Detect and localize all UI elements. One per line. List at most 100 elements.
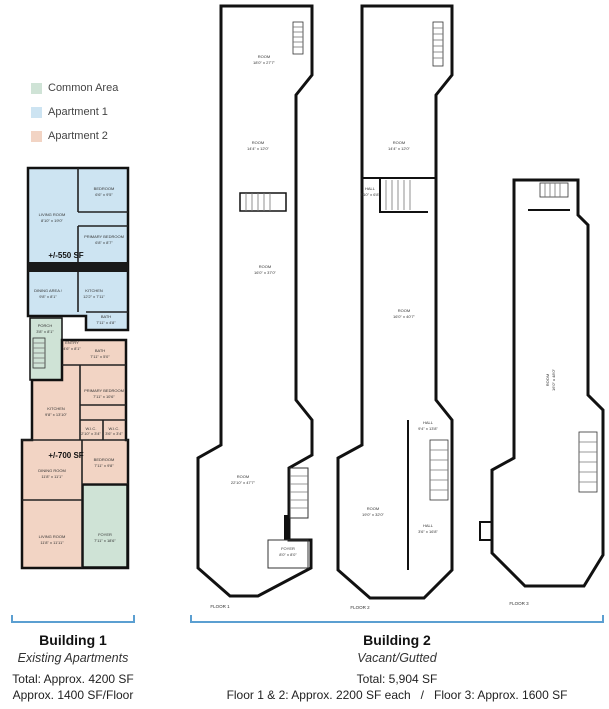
legend-label: Apartment 1 [48,106,108,118]
f2-room1-label: ROOM [393,140,405,145]
b1-bath2-dim: 7'11" x 5'0" [90,354,110,359]
porch-stairs [32,337,46,369]
building1-total: Total: Approx. 4200 SF [12,672,134,686]
f2-room2-label: ROOM [398,308,410,313]
b1-living-room2-dim: 11'8" x 11'11" [40,540,64,545]
b1-dining-area-label: DINING AREA / [34,288,63,293]
b1-kitchen-dim: 12'2" x 7'11" [83,294,105,299]
f1-room4-label: ROOM [237,474,249,479]
legend-apartment-2: Apartment 2 [31,129,108,143]
apartment1-partition [28,262,128,272]
b1-primary-bedroom-label: PRIMARY BEDROOM [84,234,124,239]
floor1-stairs-mid [239,192,287,212]
floor3-label: FLOOR 3 [509,601,529,606]
b1-porch-dim: 3'8" x 8'1" [36,329,54,334]
building1-plan: BEDROOM 6'6" x 9'5" LIVING ROOM 8'10" x … [20,166,130,570]
f1-foyer-dim: 8'0" x 8'0" [279,552,297,557]
building1-bracket [11,615,135,623]
b1-kitchen2-label: KITCHEN [47,406,65,411]
f1-room2-dim: 14'4" x 12'0" [247,146,270,151]
building2-breakdown: Floor 1 & 2: Approx. 2200 SF each / Floo… [226,688,568,702]
b1-bath2-label: BATH [95,348,105,353]
f1-room3-dim: 16'0" x 37'0" [254,270,277,275]
f1-room3-label: ROOM [259,264,271,269]
floor2-side-stairs [407,420,449,570]
building1-subtitle: Existing Apartments [17,651,129,665]
b1-bedroom-top-dim: 6'6" x 9'5" [95,192,113,197]
floor3-stairs-bottom [578,431,598,493]
f2-hall-label: HALL [365,186,376,191]
floor3-chimney [479,521,493,541]
b1-bedroom2-dim: 7'11" x 9'8" [94,463,114,468]
f2-hall2-dim: 9'4" x 13'8" [418,426,438,431]
building1-title: Building 1 [39,632,107,648]
apartment2-area-label: +/-700 SF [48,451,83,460]
legend-swatch [31,82,42,94]
b1-foyer-label: FOYER [98,532,112,537]
legend-swatch [31,106,42,118]
legend-label: Common Area [48,82,119,94]
f1-foyer-label: FOYER [281,546,295,551]
building2-bracket [190,615,604,623]
b1-dining-room-label: DINING ROOM [38,468,66,473]
common-foyer [82,484,128,568]
legend-apartment-1: Apartment 1 [31,105,108,119]
b1-kitchen-label: KITCHEN [85,288,103,293]
f2-room1-dim: 14'4" x 12'0" [388,146,411,151]
b1-entry-dim: 4'6" x 8'1" [63,346,81,351]
building2-floor2-plan: ROOM 14'4" x 12'0" HALL 3'10" x 6'8" ROO… [336,4,454,610]
building2-subtitle: Vacant/Gutted [357,651,437,665]
f1-room2-label: ROOM [252,140,264,145]
building2-floor3-plan: ROOM 16'0" x 48'0" FLOOR 3 [479,178,605,606]
floor1-label: FLOOR 1 [210,604,230,609]
f2-room2-dim: 16'0" x 40'7" [393,314,416,319]
floor2-label: FLOOR 2 [350,605,370,610]
legend-label: Apartment 2 [48,130,108,142]
b1-entry-label: ENTRY [65,340,79,345]
b1-living-room-label: LIVING ROOM [39,212,66,217]
b1-foyer-dim: 7'11" x 18'6" [94,538,116,543]
f1-room1-label: ROOM [258,54,270,59]
floor3-stairs-top [528,182,570,211]
floor1-stairs-bottom [284,467,309,540]
legend-swatch [31,130,42,142]
b1-primary-bedroom-dim: 6'8" x 8'7" [95,240,113,245]
b1-bedroom2-label: BEDROOM [94,457,115,462]
building2-total: Total: 5,904 SF [356,672,438,686]
b1-primary-bedroom2-label: PRIMARY BEDROOM [84,388,124,393]
floor1-outline [196,4,314,598]
b1-porch-label: PORCH [38,323,53,328]
f2-hall-dim: 3'10" x 6'8" [360,192,380,197]
building2-floor1-plan: ROOM 18'0" x 27'7" ROOM 14'4" x 12'0" RO… [196,4,314,609]
f2-room3-dim: 19'0" x 32'0" [362,512,385,517]
b1-dining-room-dim: 11'8" x 11'1" [41,474,63,479]
building2-title: Building 2 [363,632,431,648]
floor2-outline [336,4,454,600]
b1-bath-dim: 7'11" x 4'8" [96,320,116,325]
b1-wic1-dim: 2'10" x 3'4" [81,431,101,436]
f2-room3-label: ROOM [367,506,379,511]
floor2-stairs-top [432,21,444,67]
f1-room4-dim: 22'10" x 47'7" [231,480,256,485]
f2-hall3-dim: 3'6" x 16'8" [418,529,438,534]
f1-room1-dim: 18'0" x 27'7" [253,60,276,65]
building1-per-floor: Approx. 1400 SF/Floor [12,688,134,702]
b1-living-room2-label: LIVING ROOM [39,534,66,539]
b1-kitchen2-dim: 9'8" x 13'10" [45,412,68,417]
b1-bath-label: BATH [101,314,111,319]
b1-wic2-dim: 3'6" x 3'4" [105,431,123,436]
apartment1-area-label: +/-550 SF [48,251,83,260]
b1-living-room-dim: 8'10" x 19'0" [41,218,64,223]
floor1-stairs-top [292,21,304,55]
legend-common-area: Common Area [31,81,118,95]
b1-dining-area-dim: 9'8" x 8'1" [39,294,57,299]
f3-room1-label: ROOM [545,374,550,386]
f3-room1-dim: 16'0" x 48'0" [551,368,556,391]
b1-wic1-label: W.I.C. [86,426,97,431]
b1-wic2-label: W.I.C. [109,426,120,431]
b1-bedroom-top-label: BEDROOM [94,186,115,191]
b1-primary-bedroom2-dim: 7'11" x 10'6" [93,394,115,399]
f2-hall2-label: HALL [423,420,434,425]
floor2-hall-stairs [362,177,437,213]
